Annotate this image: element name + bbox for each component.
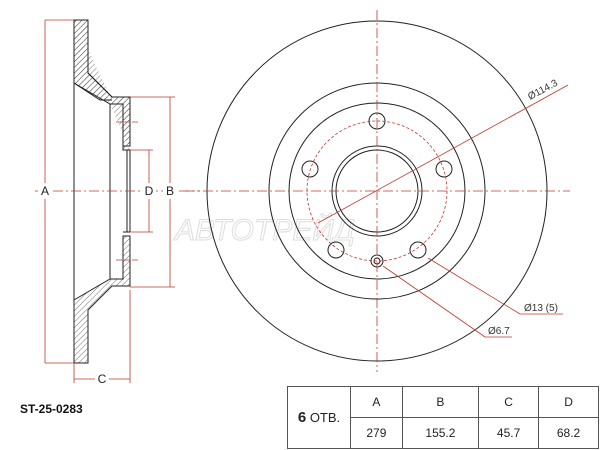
dim-label-b: B	[166, 184, 174, 198]
value-a: 279	[350, 417, 403, 449]
side-dimensions	[35, 19, 200, 383]
holes-unit: ОТВ.	[309, 410, 341, 425]
bolt-hole	[301, 160, 319, 178]
value-c: 45.7	[478, 417, 540, 449]
value-d: 68.2	[538, 417, 599, 449]
bolt-hole	[435, 160, 453, 178]
bolt-hole-label: Ø13 (5)	[524, 303, 558, 314]
bolt-hole	[327, 241, 345, 259]
dim-label-d: D	[145, 184, 154, 198]
dim-label-c: C	[98, 372, 107, 386]
holes-count: 6	[297, 409, 307, 426]
small-hole-label: Ø6.7	[488, 326, 510, 337]
front-dimensions	[185, 10, 570, 372]
holes-count-cell: 6 ОТВ.	[287, 386, 351, 449]
watermark-logo: АВТОТРЕЙД	[173, 213, 355, 247]
value-b: 155.2	[401, 417, 480, 449]
side-view	[73, 19, 131, 364]
header-a: A	[350, 386, 403, 418]
dim-label-a: A	[41, 184, 49, 198]
bolt-hole	[409, 241, 427, 259]
part-number: ST-25-0283	[20, 402, 83, 416]
header-c: C	[478, 386, 540, 418]
spec-table: 6 ОТВ. A B C D 279 155.2 45.7 68.2	[287, 386, 599, 449]
header-b: B	[401, 386, 480, 418]
header-d: D	[538, 386, 599, 418]
